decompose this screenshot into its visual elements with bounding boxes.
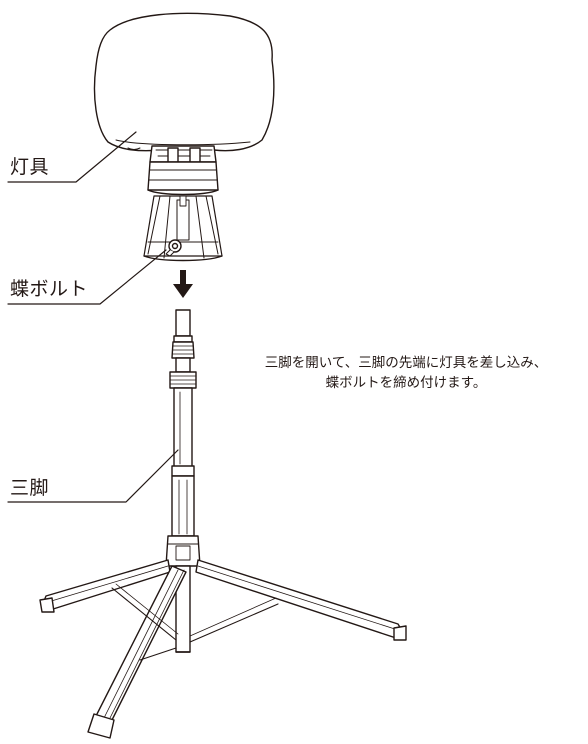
label-lamp: 灯具 <box>10 156 50 178</box>
tripod-brace-right <box>189 603 279 643</box>
label-tripod: 三脚 <box>10 477 50 499</box>
instruction-text: 三脚を開いて、三脚の先端に灯具を差し込み、 蝶ボルトを締め付けます。 <box>228 354 584 393</box>
wing-bolt-part <box>165 239 182 257</box>
leader-tripod <box>7 449 179 503</box>
label-wing-bolt: 蝶ボルト <box>10 278 89 300</box>
lamp-illustration <box>93 12 275 262</box>
lamp-body <box>147 161 219 191</box>
tripod-brace-front <box>139 647 177 661</box>
tripod-illustration <box>39 309 407 739</box>
lamp-collar <box>149 145 217 163</box>
down-arrow-icon <box>173 270 193 298</box>
instruction-line-2: 蝶ボルトを締め付けます。 <box>325 374 487 391</box>
leader-wing-bolt <box>7 249 167 305</box>
instruction-line-1: 三脚を開いて、三脚の先端に灯具を差し込み、 <box>264 355 548 371</box>
tripod-brace-left <box>111 587 177 641</box>
lamp-cover <box>93 12 275 152</box>
leader-lamp <box>7 131 137 183</box>
